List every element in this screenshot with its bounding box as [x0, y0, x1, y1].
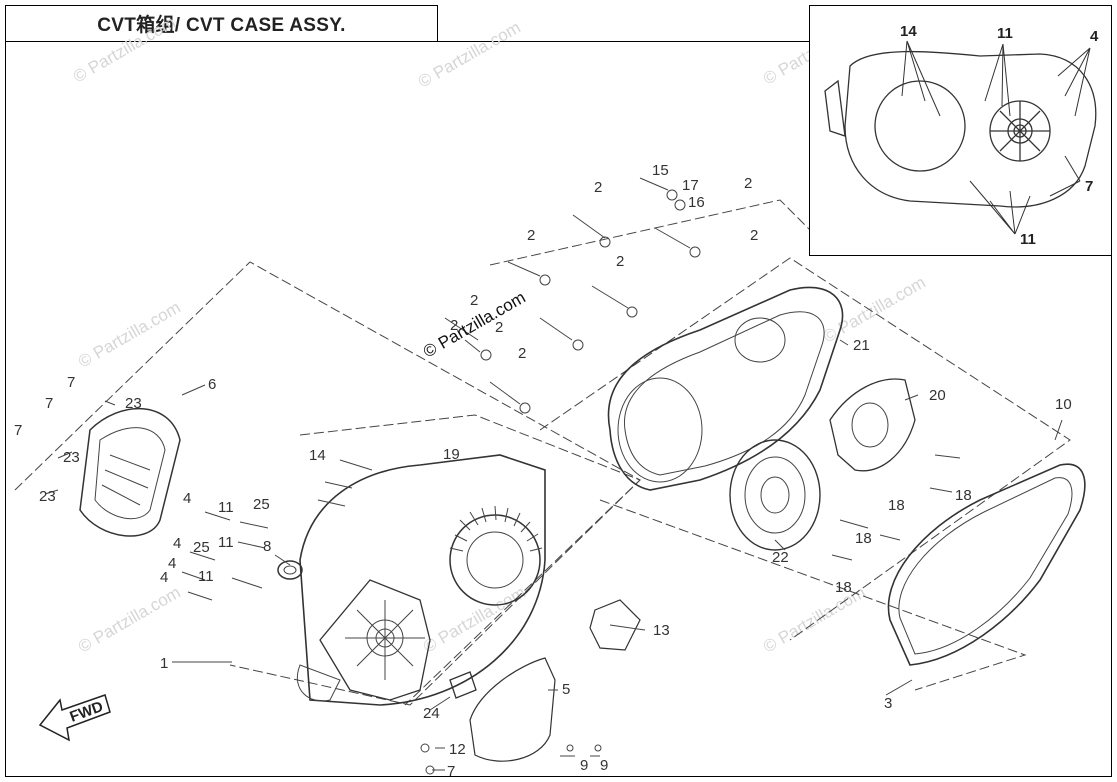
callout-25: 25: [193, 539, 210, 556]
inset-callout-7: 7: [1085, 178, 1093, 195]
callout-7: 7: [45, 395, 53, 412]
callout-2: 2: [450, 317, 458, 334]
callout-5: 5: [562, 681, 570, 698]
inset-detail-view: 14 11 4 7 11: [809, 5, 1112, 256]
inset-callout-4: 4: [1090, 28, 1099, 45]
callout-25: 25: [253, 496, 270, 513]
callout-23: 23: [39, 488, 56, 505]
callout-3: 3: [884, 695, 892, 712]
diagram-frame: [5, 41, 1112, 777]
title-box: CVT箱组/ CVT CASE ASSY.: [5, 5, 438, 42]
callout-2: 2: [744, 175, 752, 192]
callout-7: 7: [14, 422, 22, 439]
callout-6: 6: [208, 376, 216, 393]
inset-drawing: 14 11 4 7 11: [824, 23, 1099, 248]
inset-callout-11: 11: [997, 25, 1013, 42]
callout-8: 8: [263, 538, 271, 555]
callout-11: 11: [218, 534, 234, 551]
callout-4: 4: [160, 569, 168, 586]
callout-2: 2: [495, 319, 503, 336]
inset-callout-11: 11: [1020, 231, 1036, 248]
callout-17: 17: [682, 177, 699, 194]
callout-4: 4: [173, 535, 181, 552]
callout-2: 2: [750, 227, 758, 244]
callout-11: 11: [198, 568, 214, 585]
inset-callout-14: 14: [900, 23, 917, 40]
callout-11: 11: [218, 499, 234, 516]
callout-2: 2: [527, 227, 535, 244]
callout-23: 23: [125, 395, 142, 412]
callout-16: 16: [688, 194, 705, 211]
callout-22: 22: [772, 549, 789, 566]
fwd-label: FWD: [68, 698, 106, 726]
callout-7: 7: [447, 763, 455, 780]
callout-19: 19: [443, 446, 460, 463]
callout-18: 18: [955, 487, 972, 504]
callout-9: 9: [580, 757, 588, 774]
callout-24: 24: [423, 705, 440, 722]
fwd-arrow-icon: [38, 694, 111, 742]
callout-2: 2: [594, 179, 602, 196]
callout-18: 18: [835, 579, 852, 596]
callout-4: 4: [183, 490, 191, 507]
callout-2: 2: [616, 253, 624, 270]
callout-13: 13: [653, 622, 670, 639]
callout-1: 1: [160, 655, 168, 672]
callout-2: 2: [470, 292, 478, 309]
callout-7: 7: [67, 374, 75, 391]
callout-4: 4: [168, 555, 176, 572]
callout-10: 10: [1055, 396, 1072, 413]
callout-9: 9: [600, 757, 608, 774]
callout-15: 15: [652, 162, 669, 179]
callout-2: 2: [518, 345, 526, 362]
callout-20: 20: [929, 387, 946, 404]
callout-12: 12: [449, 741, 466, 758]
diagram-title: CVT箱组/ CVT CASE ASSY.: [97, 15, 346, 36]
callout-18: 18: [855, 530, 872, 547]
callout-18: 18: [888, 497, 905, 514]
callout-23: 23: [63, 449, 80, 466]
callout-21: 21: [853, 337, 870, 354]
callout-14: 14: [309, 447, 326, 464]
